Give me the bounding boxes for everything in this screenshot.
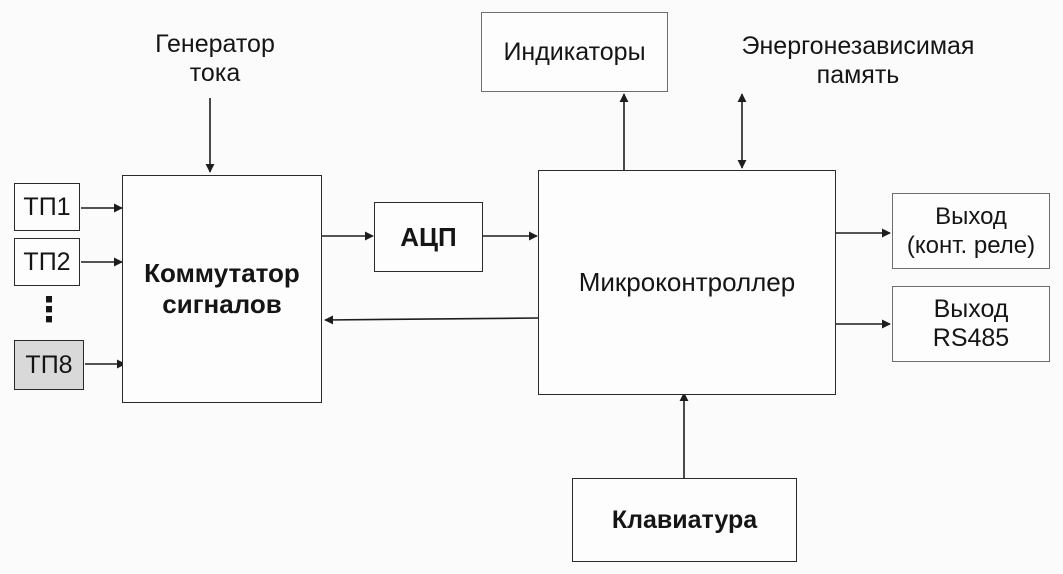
microcontroller-box: Микроконтроллер — [538, 170, 836, 395]
indicators-label: Индикаторы — [503, 37, 646, 66]
relay-output-label: Выход (конт. реле) — [906, 203, 1036, 259]
relay-output-box: Выход (конт. реле) — [892, 193, 1050, 269]
keyboard-box: Клавиатура — [572, 478, 797, 562]
nonvolatile-memory-label: Энергонезависимая память — [741, 32, 975, 89]
adc-box: АЦП — [374, 202, 483, 272]
signal-switch-label: Коммутатор сигналов — [144, 258, 300, 319]
arrow-mcu-to-switch — [324, 315, 539, 325]
signal-switch-box: Коммутатор сигналов — [122, 175, 322, 403]
input-tp1-label: ТП1 — [23, 192, 71, 221]
rs485-output-box: Выход RS485 — [892, 286, 1050, 362]
indicators-box: Индикаторы — [481, 12, 668, 92]
input-tp2-box: ТП2 — [14, 238, 80, 286]
current-generator-label: Генератор тока — [155, 30, 275, 87]
microcontroller-label: Микроконтроллер — [578, 267, 796, 297]
input-tp8-label: ТП8 — [25, 350, 73, 379]
rs485-output-label: Выход RS485 — [932, 295, 1010, 352]
input-tp8-box: ТП8 — [14, 340, 84, 390]
adc-label: АЦП — [400, 221, 457, 252]
keyboard-label: Клавиатура — [611, 505, 758, 534]
input-ellipsis: ⋮ — [32, 291, 66, 329]
input-tp2-label: ТП2 — [23, 247, 71, 276]
input-tp1-box: ТП1 — [14, 183, 80, 231]
